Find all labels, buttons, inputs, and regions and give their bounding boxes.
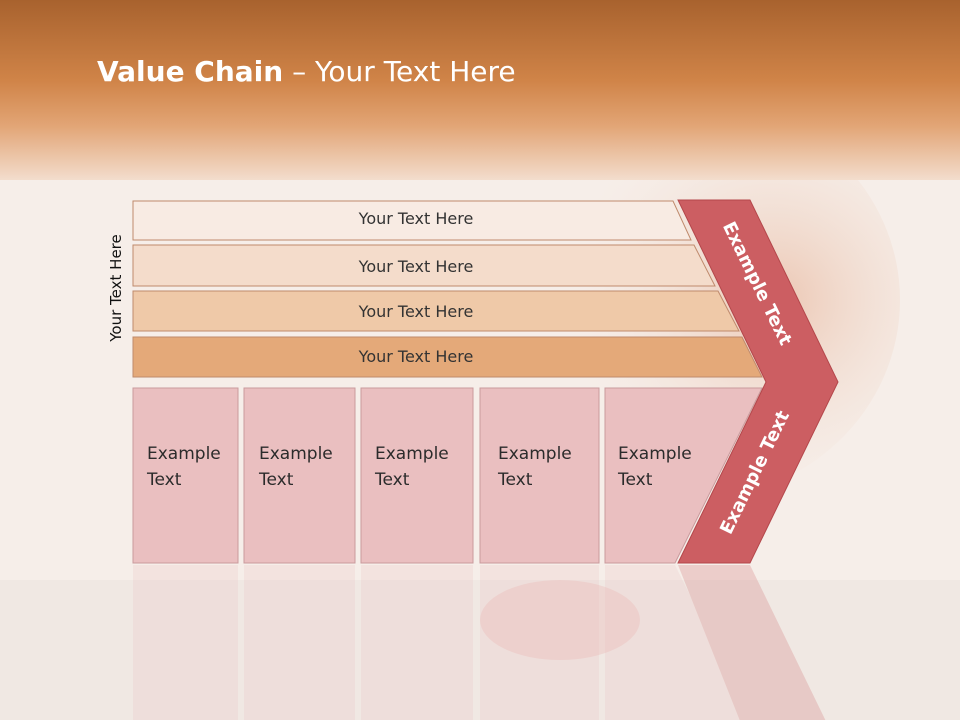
row-1-label: Your Text Here — [358, 257, 474, 276]
row-2-label: Your Text Here — [358, 302, 474, 321]
box-0-line2: Text — [146, 470, 182, 490]
box-4 — [604, 387, 763, 564]
row-2-shape — [132, 290, 740, 332]
box-4-line2: Text — [617, 470, 653, 490]
box-2-line1: Example — [375, 444, 449, 464]
activity-boxes: Example Text Example Text Example Text E… — [132, 387, 763, 564]
reflection — [133, 565, 826, 720]
box-1-line2: Text — [258, 470, 294, 490]
box-4-line1: Example — [618, 444, 692, 464]
title-rest: – Your Text Here — [283, 55, 516, 88]
side-label: Your Text Here — [107, 234, 125, 342]
row-0-shape — [132, 200, 692, 241]
box-3 — [479, 387, 600, 564]
box-3-line1: Example — [498, 444, 572, 464]
reflection-box-4 — [605, 565, 753, 720]
box-1-line1: Example — [259, 444, 333, 464]
reflection-chevron — [678, 565, 826, 720]
reflection-box-2 — [361, 565, 473, 720]
row-1-shape — [132, 244, 716, 287]
box-0-line1: Example — [147, 444, 221, 464]
reflection-box-3 — [480, 565, 599, 720]
box-3-line2: Text — [497, 470, 533, 490]
reflection-box-1 — [244, 565, 355, 720]
row-0-label: Your Text Here — [358, 209, 474, 228]
chevron-arrow — [677, 199, 839, 564]
row-3-shape — [132, 336, 763, 378]
slide-title: Value Chain – Your Text Here — [97, 55, 516, 95]
box-1 — [243, 387, 356, 564]
box-0 — [132, 387, 239, 564]
title-bold: Value Chain — [97, 55, 284, 88]
box-2 — [360, 387, 474, 564]
reflection-box-0 — [133, 565, 238, 720]
row-3-label: Your Text Here — [358, 347, 474, 366]
box-2-line2: Text — [374, 470, 410, 490]
